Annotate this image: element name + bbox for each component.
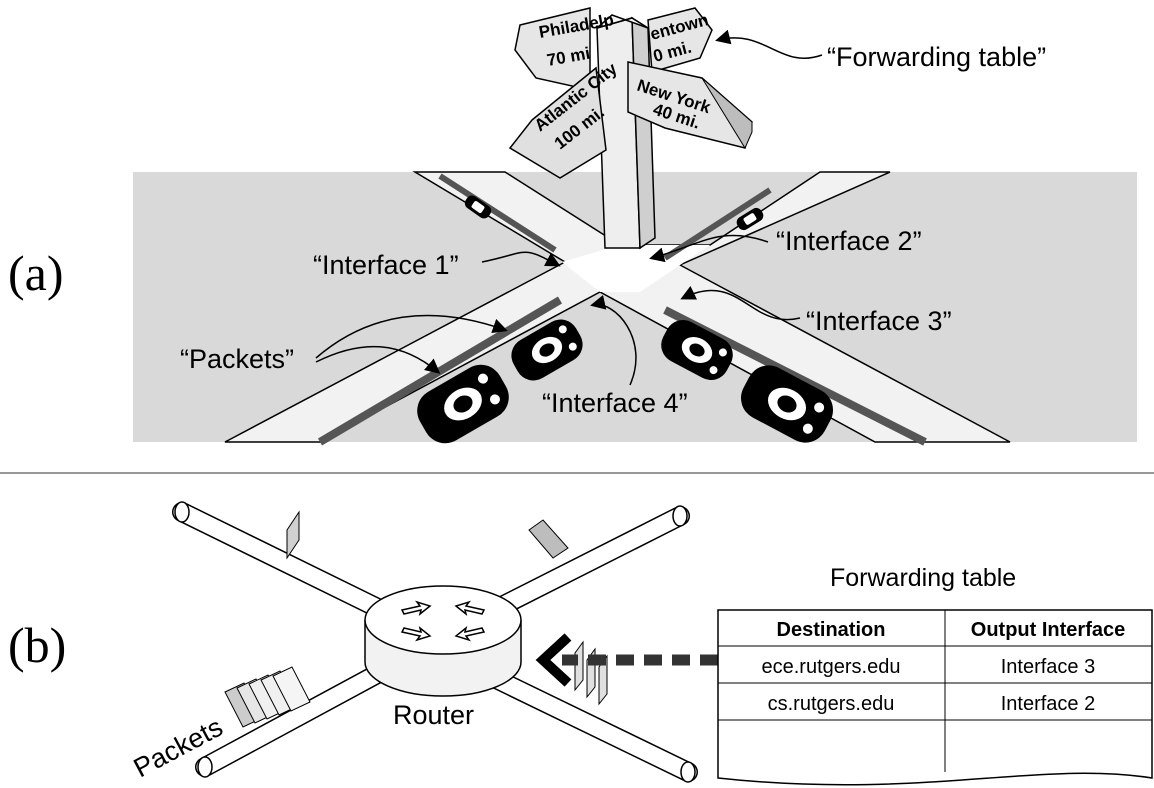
table-cell-interface: Interface 2 (1001, 693, 1096, 715)
link-upper-right (480, 505, 690, 622)
forwarding-table-callout-label: “Forwarding table” (827, 42, 1046, 72)
callout-interface-1 (481, 251, 561, 267)
router-top (364, 585, 522, 655)
interface-1-label: “Interface 1” (313, 250, 459, 280)
link-upper-left (172, 501, 402, 625)
interface-4-label: “Interface 4” (542, 388, 688, 418)
car (464, 195, 492, 219)
callout-interface-2 (649, 234, 769, 263)
table-cell-interface: Interface 3 (1001, 656, 1096, 678)
router-arrows-icon (400, 600, 486, 642)
callout-interface-4 (590, 295, 637, 386)
packet (574, 640, 584, 692)
link-lower-left (195, 656, 402, 778)
panel-b: (b) (8, 501, 1153, 786)
signpost: Philadelp 70 mi entown 0 mi. Atlantic Ci… (508, 7, 753, 250)
links (172, 501, 698, 783)
interface-2-label: “Interface 2” (776, 226, 922, 256)
panel-a: Philadelp 70 mi entown 0 mi. Atlantic Ci… (8, 7, 1137, 446)
forwarding-table-title: Forwarding table (830, 564, 1016, 592)
lane-line (438, 173, 557, 253)
roads (224, 171, 1011, 446)
packet (286, 510, 300, 560)
callout-forwarding-table (715, 29, 823, 60)
callouts (315, 29, 823, 386)
panel-b-label: (b) (8, 617, 66, 673)
packets (224, 510, 608, 728)
sign-atlantic-city (508, 66, 607, 179)
sign-new-york-edge (701, 77, 753, 150)
router-label: Router (393, 700, 474, 730)
arrowhead-icon (535, 633, 572, 687)
cars (417, 195, 834, 444)
column-header-destination: Destination (777, 619, 886, 641)
intersection-center (562, 245, 710, 292)
callout-packets-1 (315, 314, 508, 359)
interface-3-label: “Interface 3” (806, 306, 952, 336)
column-header-output-interface: Output Interface (971, 619, 1125, 641)
car (511, 319, 583, 381)
car (417, 364, 509, 444)
car (661, 320, 733, 380)
table-frame (717, 609, 1153, 786)
car (740, 365, 834, 443)
packets-label: “Packets” (180, 344, 294, 374)
lane-line (663, 187, 772, 261)
panel-a-label: (a) (8, 245, 64, 301)
packet (528, 519, 569, 559)
table-lookup-arrow (535, 633, 718, 687)
link-lower-right (478, 665, 698, 783)
router (364, 585, 522, 697)
sign-philadelphia (514, 7, 591, 91)
table-cell-destination: ece.rutgers.edu (762, 656, 901, 678)
forwarding-table: Forwarding table Destination Output Inte… (717, 564, 1153, 786)
car (736, 207, 764, 231)
callout-packets-2 (315, 345, 441, 374)
sign-allentown (647, 7, 713, 73)
table-cell-destination: cs.rutgers.edu (768, 693, 895, 715)
packet-stack (224, 666, 311, 728)
callout-interface-3 (680, 285, 801, 321)
